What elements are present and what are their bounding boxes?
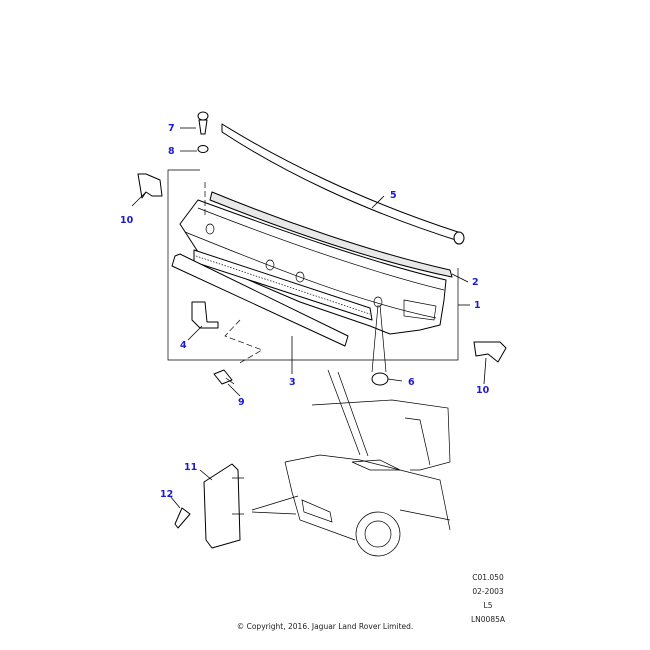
seal-part-2	[209, 191, 453, 278]
fastener-part-12	[174, 507, 191, 529]
diagram-ref: LN0085A	[470, 615, 505, 624]
diagram-code: C01.050	[472, 573, 504, 582]
callout-8: 8	[168, 146, 175, 157]
diagram-date: 02-2003	[472, 587, 504, 596]
bracket-part-4	[191, 301, 219, 329]
callout-9: 9	[238, 397, 245, 408]
callout-4: 4	[180, 340, 187, 351]
callout-2: 2	[472, 277, 479, 288]
grille-mesh	[193, 249, 373, 321]
diagram-level: L5	[483, 601, 493, 610]
callout-7: 7	[168, 123, 175, 134]
vehicle-sketch	[284, 369, 451, 557]
callout-3: 3	[289, 377, 296, 388]
lower-trim-part-3	[171, 253, 349, 347]
end-cap-part-10-left	[137, 173, 163, 199]
callout-6: 6	[408, 377, 415, 388]
callout-5: 5	[390, 190, 397, 201]
callout-11: 11	[184, 462, 197, 473]
assembly-frame	[167, 169, 459, 361]
end-cap-part-10-right	[473, 341, 507, 363]
callout-10-right: 10	[476, 385, 490, 396]
side-panel-part-11	[203, 463, 244, 549]
copyright-notice: © Copyright, 2016. Jaguar Land Rover Lim…	[236, 622, 414, 631]
callout-12: 12	[160, 489, 173, 500]
cowl-panel-part-1	[179, 199, 447, 335]
clip-part-7	[197, 111, 209, 135]
seal-strip-part-5	[221, 123, 465, 245]
callout-10-left: 10	[120, 215, 134, 226]
grommet-part-6	[371, 304, 389, 386]
callout-1: 1	[474, 300, 481, 311]
screw-part-9	[213, 369, 235, 385]
nut-part-8	[197, 145, 209, 153]
